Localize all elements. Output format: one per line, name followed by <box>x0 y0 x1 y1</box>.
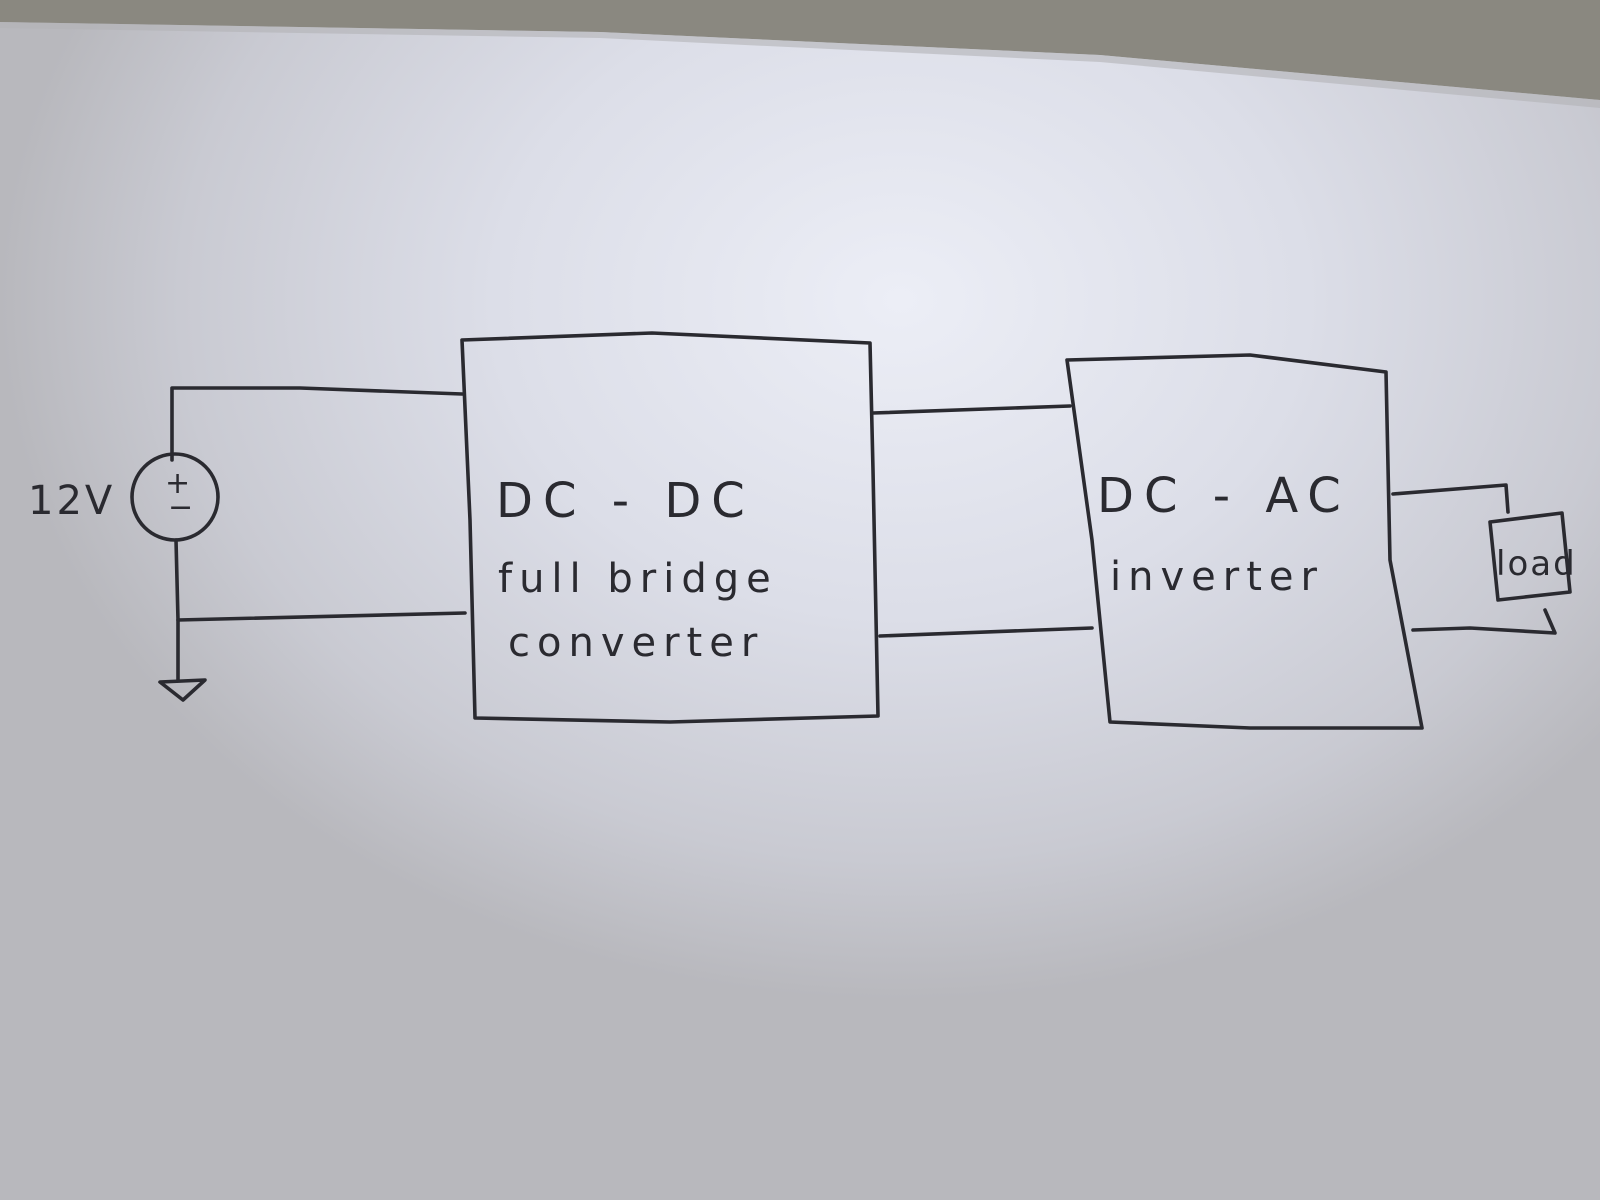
dcdc-box <box>460 331 880 724</box>
dcdc-subtitle: full bridge <box>498 556 778 602</box>
dcac-subtitle: inverter <box>1110 554 1324 600</box>
ground-return-wire <box>176 611 467 622</box>
dcdc-title: DC - DC <box>496 473 755 529</box>
output-top-wire <box>1391 483 1510 514</box>
interconnect-top-wire <box>871 404 1072 415</box>
source-voltage-label: 12V <box>28 478 115 524</box>
dcdc-subtitle-2: converter <box>508 620 764 666</box>
load-label: load <box>1496 544 1577 584</box>
source-minus-sign: − <box>168 490 193 525</box>
source-bottom-wire <box>174 538 180 682</box>
voltage-source: + − 12V <box>28 386 467 702</box>
dcac-inverter-block: DC - AC inverter <box>1065 353 1424 730</box>
output-bottom-wire <box>1411 608 1557 635</box>
source-top-wire <box>170 386 464 462</box>
source-plus-sign: + <box>165 466 190 501</box>
load-block: load <box>1488 511 1577 602</box>
dcdc-converter-block: DC - DC full bridge converter <box>460 331 880 724</box>
ground-icon <box>158 678 207 702</box>
interconnect-bottom-wire <box>878 626 1094 638</box>
dcac-box <box>1065 353 1424 730</box>
load-box <box>1488 511 1572 602</box>
dcac-title: DC - AC <box>1097 468 1351 524</box>
